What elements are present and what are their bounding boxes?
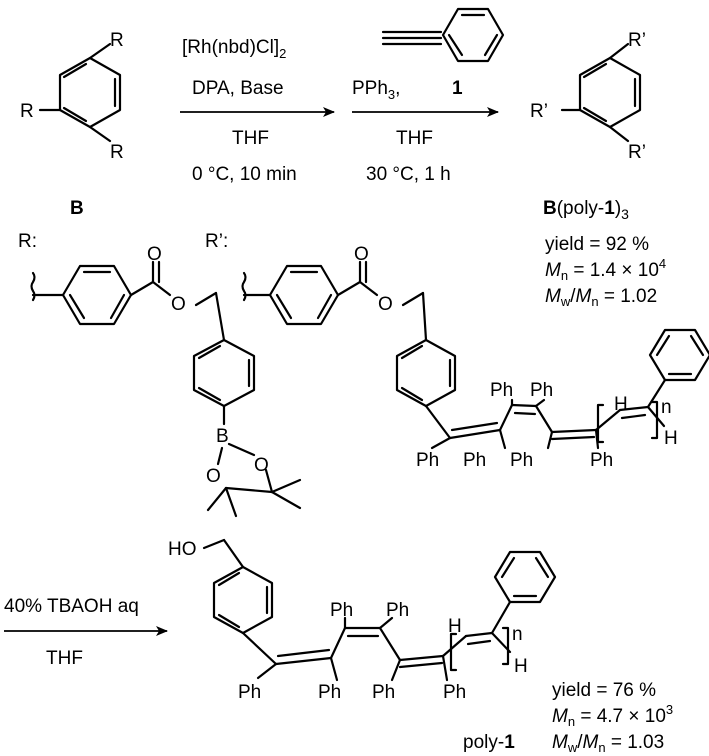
product-rp-bottom: R’: [628, 142, 646, 163]
step1-catalyst: [Rh(nbd)Cl]2: [182, 37, 286, 61]
rp-ester-o-carbonyl: O: [354, 244, 369, 265]
step3-reagent: 40% TBAOH aq: [4, 596, 139, 617]
core-label: B: [70, 198, 84, 219]
product-benzene: R’ R’ R’: [530, 30, 646, 163]
rp-ph-5: Ph: [510, 450, 533, 471]
rp-ph-3: Ph: [490, 380, 513, 401]
product-rp-top: R’: [628, 30, 646, 51]
product-yield: yield = 92 %: [545, 234, 649, 255]
poly1-mn: Mn = 4.7 × 103: [552, 702, 673, 729]
r-boronate-o1: O: [254, 455, 269, 476]
rp-definition-label: R’:: [205, 231, 228, 252]
core-benzene-b: R R R: [20, 30, 124, 163]
r-ester-o-carbonyl: O: [147, 244, 162, 265]
step2-solvent: THF: [396, 128, 433, 149]
product-mn: Mn = 1.4 × 104: [545, 256, 666, 283]
poly1-ph-4: Ph: [386, 600, 409, 621]
poly1-pdi: Mw/Mn = 1.03: [552, 732, 664, 755]
rp-repeat-n: n: [661, 397, 672, 418]
step2-conditions: 30 °C, 1 h: [366, 164, 451, 185]
poly1-ph-6: Ph: [443, 682, 466, 703]
poly1-ph-5: Ph: [372, 682, 395, 703]
poly1-label: poly-1: [463, 732, 515, 753]
rp-h-2: H: [664, 428, 678, 449]
poly1-ph-2: Ph: [318, 682, 341, 703]
poly1-ho: HO: [168, 539, 197, 560]
rp-ph-1: Ph: [416, 450, 439, 471]
step3-solvent: THF: [46, 648, 83, 669]
step1-conditions: 0 °C, 10 min: [192, 164, 297, 185]
poly1-repeat-n: n: [512, 624, 523, 645]
r-structure: O O B O O: [30, 244, 302, 518]
poly1-structure: HO Ph Ph Ph: [168, 538, 557, 703]
r-definition-label: R:: [18, 231, 37, 252]
rp-ph-2: Ph: [463, 450, 486, 471]
r-boronate-o2: O: [206, 466, 221, 487]
rp-h-1: H: [614, 394, 628, 415]
r-ester-o-ether: O: [171, 294, 186, 315]
poly1-ph-3: Ph: [330, 600, 353, 621]
rp-structure: O O Ph Ph Ph Ph Ph Ph H H n: [241, 244, 709, 471]
rp-ph-4: Ph: [530, 380, 553, 401]
poly1-yield: yield = 76 %: [552, 680, 656, 701]
core-r-top: R: [110, 30, 124, 51]
step1-solvent: THF: [232, 128, 269, 149]
product-pdi: Mw/Mn = 1.02: [545, 286, 657, 309]
poly1-h-2: H: [514, 656, 528, 677]
rp-ester-o-ether: O: [378, 294, 393, 315]
step2-monomer-label: 1: [452, 78, 463, 99]
poly1-ph-1: Ph: [238, 682, 261, 703]
step1-additives: DPA, Base: [192, 78, 284, 99]
r-boron: B: [216, 426, 229, 447]
monomer-phenylacetylene: [381, 7, 505, 63]
core-r-bottom: R: [110, 142, 124, 163]
core-r-left: R: [20, 101, 34, 122]
product-label: B(poly-1)3: [543, 198, 629, 222]
rp-ph-6: Ph: [590, 450, 613, 471]
step2-ligand: PPh3,: [352, 78, 400, 102]
product-rp-left: R’: [530, 101, 548, 122]
poly1-h-1: H: [448, 616, 462, 637]
